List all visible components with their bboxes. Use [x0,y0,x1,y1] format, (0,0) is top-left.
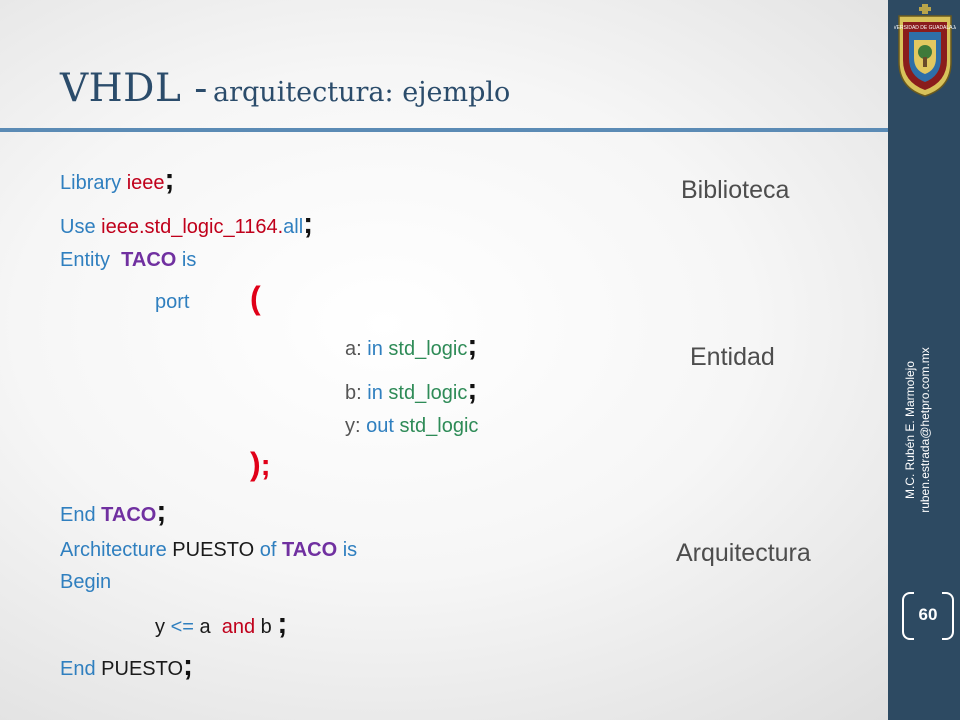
code-line-library: Library ieee; [60,165,175,195]
signal-y: y [155,616,165,638]
type-std-logic: std_logic [388,338,468,360]
kw-port: port [155,291,190,313]
kw-all: all [283,216,304,238]
lib-ieee: ieee [126,172,165,194]
signal-a: a: [345,338,362,360]
assign-operator: <= [170,616,194,638]
semicolon: ; [277,607,288,640]
kw-entity: Entity [60,249,111,271]
type-std-logic: std_logic [399,415,479,437]
title-main: VHDL - [60,66,208,111]
open-paren: ( [250,280,261,316]
kw-of: of [259,539,277,561]
label-arquitectura: Arquitectura [676,539,811,567]
signal-y: y: [345,415,361,437]
semicolon: ; [183,649,194,682]
mode-in: in [367,338,383,360]
kw-is: is [342,539,358,561]
semicolon: ; [303,207,314,240]
title-divider [0,128,888,132]
code-line-port-a: a: in std_logic; [345,331,477,361]
semicolon: ; [156,495,167,528]
mode-out: out [366,415,394,437]
label-entidad: Entidad [690,343,775,371]
code-line-end-entity: End TACO; [60,497,166,527]
title-subtitle: arquitectura: ejemplo [213,77,511,108]
code-line-begin: Begin [60,570,111,594]
semicolon: ; [467,329,478,362]
kw-architecture: Architecture [60,539,167,561]
close-paren: ) [250,446,261,482]
code-line-architecture: Architecture PUESTO of TACO is [60,538,357,562]
type-std-logic: std_logic [388,382,468,404]
bracket-right [942,592,954,640]
code-line-use: Use ieee.std_logic_1164.all; [60,209,313,239]
semicolon: ; [467,373,478,406]
kw-end: End [60,504,96,526]
kw-and: and [221,616,256,638]
credit-email: ruben.estrada@hetpro.com.mx [918,347,932,513]
code-line-close-paren: ); [250,448,271,482]
kw-is: is [181,249,197,271]
signal-b: b: [345,382,362,404]
entity-name: TACO [121,249,177,271]
code-line-assignment: y <= a and b ; [155,609,287,639]
signal-b: b [260,616,272,638]
page-number-box: 60 [902,592,954,640]
entity-name: TACO [101,504,157,526]
kw-use: Use [60,216,96,238]
page-number: 60 [918,605,938,624]
lib-package: ieee.std_logic_1164. [101,216,284,238]
semicolon: ; [164,163,175,196]
bracket-left [902,592,914,640]
sidebar [888,0,960,720]
author-credit: M.C. Rubén E. Marmolejo ruben.estrada@he… [903,347,933,513]
kw-library: Library [60,172,122,194]
code-line-entity: Entity TACO is [60,248,196,272]
svg-text:UNIVERSIDAD DE GUADALAJARA: UNIVERSIDAD DE GUADALAJARA [894,25,956,31]
code-line-end-architecture: End PUESTO; [60,651,193,681]
architecture-name: PUESTO [172,539,255,561]
entity-name: TACO [281,539,338,561]
code-line-port: port [155,290,189,314]
signal-a: a [199,616,211,638]
code-line-port-b: b: in std_logic; [345,375,477,405]
slide-title: VHDL - arquitectura: ejemplo [60,66,510,111]
mode-in: in [367,382,383,404]
kw-end: End [60,658,96,680]
label-biblioteca: Biblioteca [681,176,790,204]
architecture-name: PUESTO [101,658,184,680]
slide: VHDL - arquitectura: ejemplo Library iee… [0,66,888,681]
code-line-port-y: y: out std_logic [345,414,478,438]
kw-begin: Begin [60,571,112,593]
credit-author: M.C. Rubén E. Marmolejo [903,360,917,500]
semicolon: ; [260,449,271,482]
university-crest-logo: UNIVERSIDAD DE GUADALAJARA [894,2,956,98]
